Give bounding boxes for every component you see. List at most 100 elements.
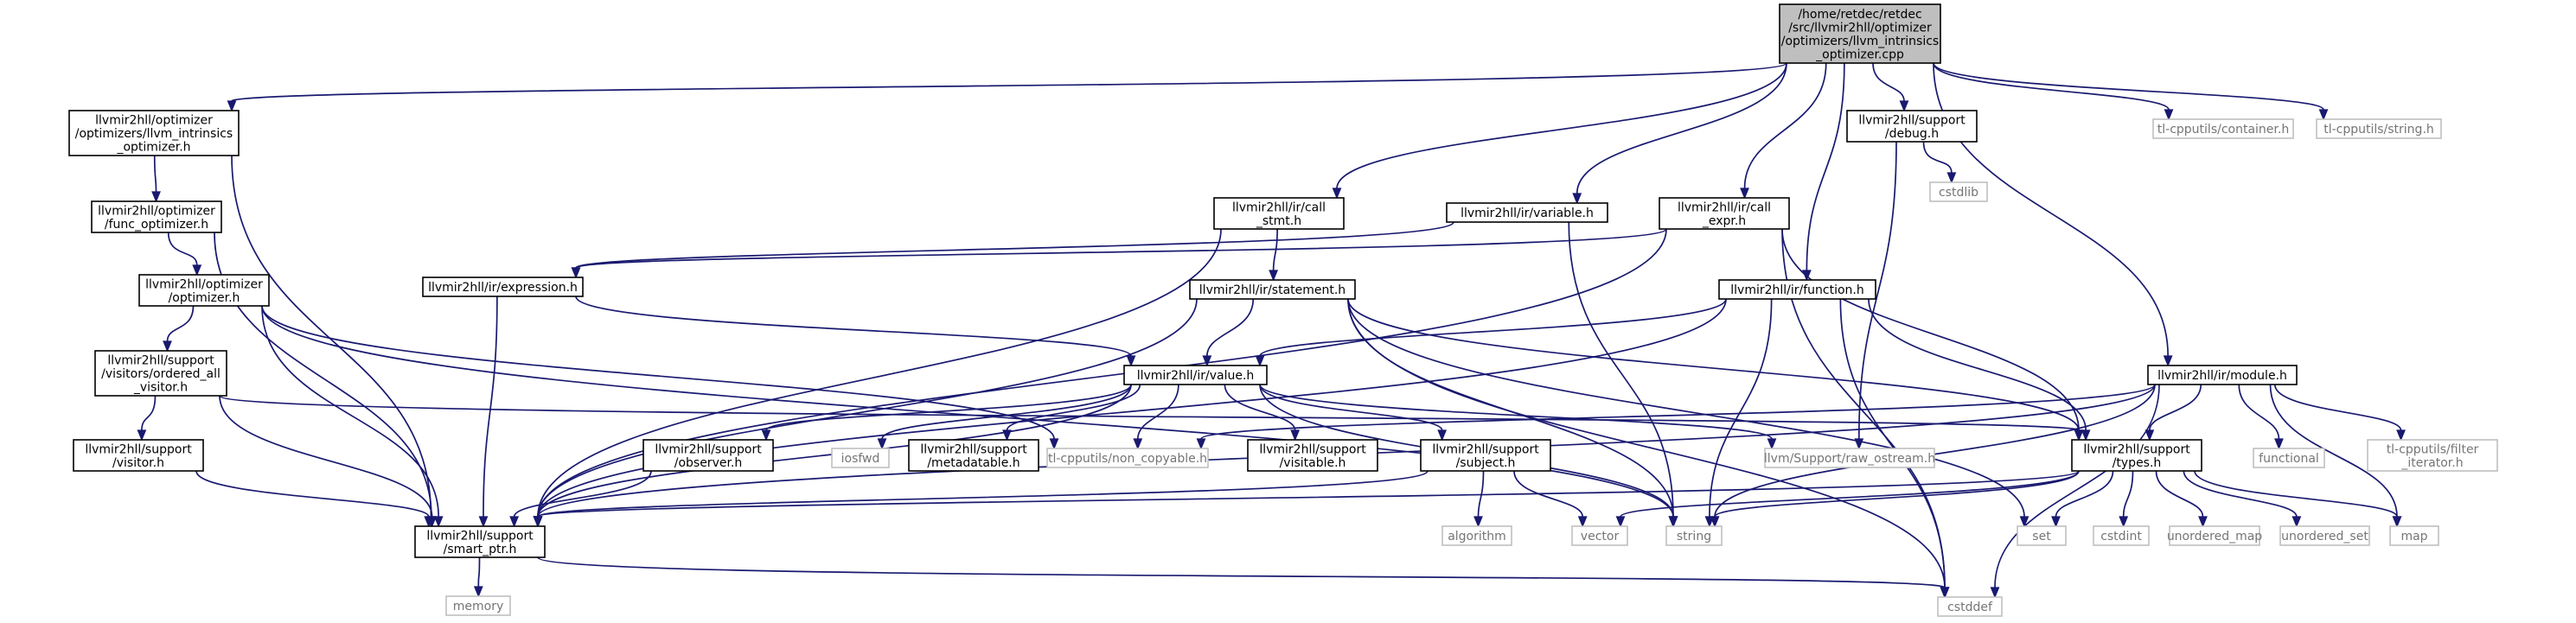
arrowhead-expression_h-to-value_h [1126,355,1136,367]
node-smart-ptr[interactable]: llvmir2hll/support/smart_ptr.h [414,525,546,558]
node-label-line: /types.h [2113,456,2162,470]
node-function-h[interactable]: llvmir2hll/ir/function.h [1718,279,1876,300]
node-visitor-h[interactable]: llvmir2hll/support/visitor.h [73,439,204,472]
node-optimizer-h[interactable]: llvmir2hll/optimizer/optimizer.h [138,274,270,307]
edge-variable_h-to-string [1568,221,1674,518]
node-box-unordered-map [2169,525,2260,546]
arrowhead-intrinsics_h-to-func_optimizer [151,191,161,203]
edge-types_h-to-cstdint [2122,470,2134,518]
node-box-string [1665,525,1723,546]
node-value-h[interactable]: llvmir2hll/ir/value.h [1123,365,1268,385]
node-label-line: llvmir2hll/support [2083,442,2190,456]
node-label-line: _optimizer.h [116,141,190,155]
node-label-line: /home/retdec/retdec [1798,8,1921,22]
node-string: string [1665,525,1723,546]
node-box-unordered-set [2279,525,2370,546]
edge-root-to-variable_h [1576,62,1787,194]
node-label-line: iosfwd [841,452,880,466]
edge-statement_h-to-smart_ptr [537,298,1198,518]
node-box-types-h [2071,439,2202,472]
edge-debug_h-to-raw_ostream [1857,141,1897,440]
edge-observer_h-to-smart_ptr [513,470,652,518]
node-box-ordered-all [94,350,227,397]
edge-subject_h-to-vector [1513,470,1584,518]
node-label-line: tl-cpputils/string.h [2324,123,2434,137]
arrowhead-function_h-to-cstddef [1940,587,1950,599]
node-label-line: vector [1581,530,1620,544]
arrowhead-root-to-intrinsics_h [227,100,237,112]
node-label-line: llvmir2hll/support [1858,113,1966,127]
edge-expression_h-to-value_h [575,296,1132,357]
arrowhead-debug_h-to-raw_ostream [1854,438,1864,450]
node-func-optimizer[interactable]: llvmir2hll/optimizer/func_optimizer.h [91,200,222,233]
node-root[interactable]: /home/retdec/retdec/src/llvmir2hll/optim… [1779,3,1941,64]
edge-function_h-to-string [1709,298,1773,518]
node-box-call-stmt [1213,197,1345,230]
node-algorithm: algorithm [1441,525,1512,546]
node-label-line: _stmt.h [1256,214,1301,228]
node-expression-h[interactable]: llvmir2hll/ir/expression.h [422,277,584,297]
node-call-stmt[interactable]: llvmir2hll/ir/call_stmt.h [1213,197,1345,230]
node-module-h[interactable]: llvmir2hll/ir/module.h [2147,365,2298,385]
node-subject-h[interactable]: llvmir2hll/support/subject.h [1420,439,1551,472]
nodes-layer: /home/retdec/retdec/src/llvmir2hll/optim… [68,3,2498,617]
node-box-string-h [2316,118,2442,139]
arrowhead-value_h-to-non_copyable [1133,438,1143,450]
edge-value_h-to-observer_h [765,384,1132,431]
node-label-line: llvmir2hll/support [1259,442,1366,456]
node-box-visitable-h [1247,439,1378,472]
arrowhead-statement_h-to-set [2019,516,2029,528]
node-call-expr[interactable]: llvmir2hll/ir/call_expr.h [1659,197,1790,230]
node-ordered-all[interactable]: llvmir2hll/support/visitors/ordered_all_… [94,350,227,397]
edge-variable_h-to-expression_h [575,221,1454,269]
node-label-line: llvmir2hll/support [1432,442,1539,456]
node-label-line: map [2400,530,2427,544]
node-types-h[interactable]: llvmir2hll/support/types.h [2071,439,2202,472]
node-visitable-h[interactable]: llvmir2hll/support/visitable.h [1247,439,1378,472]
node-label-line: _iterator.h [2400,456,2463,470]
edge-optimizer_h-to-smart_ptr [261,305,439,518]
node-box-call-expr [1659,197,1790,230]
arrowhead-debug_h-to-cstdlib [1946,172,1957,184]
edge-intrinsics_h-to-smart_ptr [231,155,432,518]
node-variable-h[interactable]: llvmir2hll/ir/variable.h [1446,202,1608,223]
edge-value_h-to-metadatable [1006,384,1141,431]
node-observer-h[interactable]: llvmir2hll/support/observer.h [642,439,774,472]
arrowhead-types_h-to-vector [1615,516,1626,528]
edge-intrinsics_h-to-func_optimizer [153,155,157,193]
arrowhead-module_h-to-string [1710,516,1720,528]
node-unordered-set: unordered_set [2279,525,2370,546]
node-label-line: functional [2259,452,2319,466]
arrowhead-call_stmt-to-statement_h [1269,270,1279,282]
node-box-memory [445,595,511,616]
node-box-container-h [2152,118,2294,139]
edge-optimizer_h-to-string [261,305,1674,518]
node-label-line: llvm/Support/raw_ostream.h [1764,452,1935,466]
arrowhead-value_h-to-subject_h [1437,429,1448,442]
edge-subject_h-to-algorithm [1477,470,1485,518]
node-debug-h[interactable]: llvmir2hll/support/debug.h [1846,110,1978,143]
node-label-line: /debug.h [1885,127,1939,141]
node-box-cstdint [2093,525,2150,546]
node-box-root [1779,3,1941,64]
edge-root-to-call_expr [1743,62,1827,189]
node-label-line: _visitor.h [133,381,188,395]
node-box-non-copyable [1046,448,1209,468]
edge-root-to-function_h [1806,62,1845,271]
node-label-line: memory [453,600,504,613]
node-label-line: /visitor.h [112,456,164,470]
edge-call_expr-to-smart_ptr [537,228,1667,518]
arrowhead-module_h-to-smart_ptr [533,516,543,528]
node-box-vector [1571,525,1628,546]
arrowhead-statement_h-to-types_h [2074,429,2084,442]
node-label-line: cstdlib [1939,186,1978,200]
node-raw-ostream: llvm/Support/raw_ostream.h [1764,448,1935,468]
node-label-line: /subject.h [1456,456,1516,470]
edge-smart_ptr-to-memory [477,556,481,588]
node-metadatable[interactable]: llvmir2hll/support/metadatable.h [908,439,1039,472]
node-statement-h[interactable]: llvmir2hll/ir/statement.h [1189,279,1356,300]
node-intrinsics-h[interactable]: llvmir2hll/optimizer/optimizers/llvm_int… [68,110,240,156]
node-cstddef: cstddef [1937,596,2003,617]
node-label-line: llvmir2hll/support [107,354,214,368]
